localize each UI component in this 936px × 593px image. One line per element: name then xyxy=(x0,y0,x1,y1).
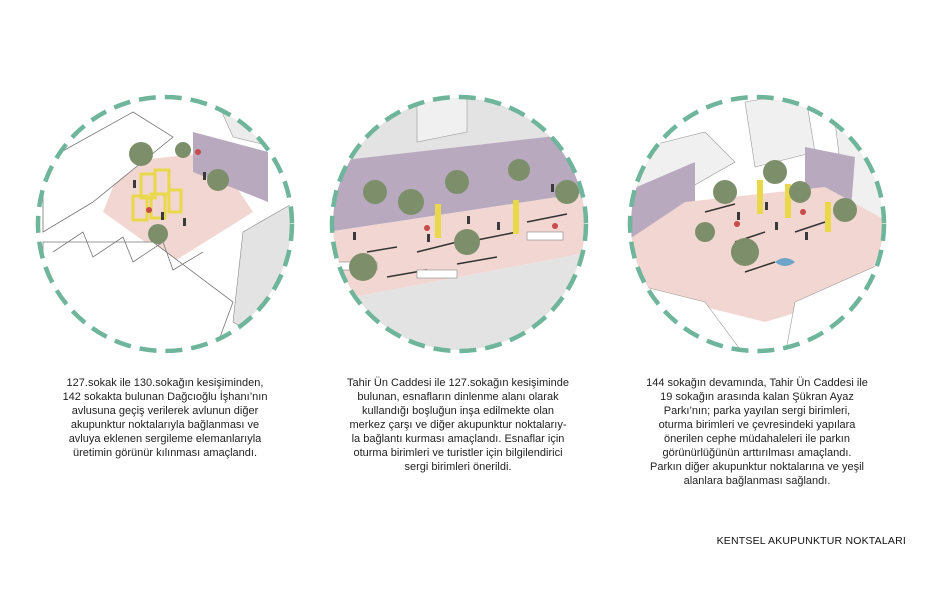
yellow-exhibit-panel xyxy=(825,202,831,232)
caption-street: Tahir Ün Caddesi ile 127.sokağın kesişim… xyxy=(347,377,569,473)
caption-courtyard: 127.sokak ile 130.sokağın kesişiminden, … xyxy=(62,377,268,459)
circle-illustration-park xyxy=(625,92,889,356)
bench xyxy=(416,269,458,279)
yellow-exhibit-panel xyxy=(513,200,519,234)
caption-park: 144 sokağın devamında, Tahir Ün Caddesi … xyxy=(646,377,868,487)
yellow-exhibit-panel xyxy=(435,204,441,238)
sheet-title: KENTSEL AKUPUNKTUR NOKTALARI xyxy=(716,535,906,547)
people xyxy=(737,202,808,240)
dashed-ring xyxy=(627,94,887,354)
purple-facade-left xyxy=(631,162,695,242)
yellow-exhibit-panel xyxy=(785,184,791,218)
purple-wall xyxy=(193,132,268,202)
water-feature xyxy=(775,258,795,266)
people xyxy=(133,172,206,226)
circle-illustration-courtyard xyxy=(33,92,297,356)
people xyxy=(353,184,554,242)
trees xyxy=(695,160,857,266)
circle-illustration-street xyxy=(327,92,591,356)
trees xyxy=(349,159,579,281)
bench xyxy=(526,231,564,241)
roof-building xyxy=(42,111,174,233)
dashed-ring xyxy=(35,94,295,354)
trees xyxy=(129,142,229,244)
dashed-ring xyxy=(329,94,589,354)
yellow-exhibit-panel xyxy=(757,180,763,214)
